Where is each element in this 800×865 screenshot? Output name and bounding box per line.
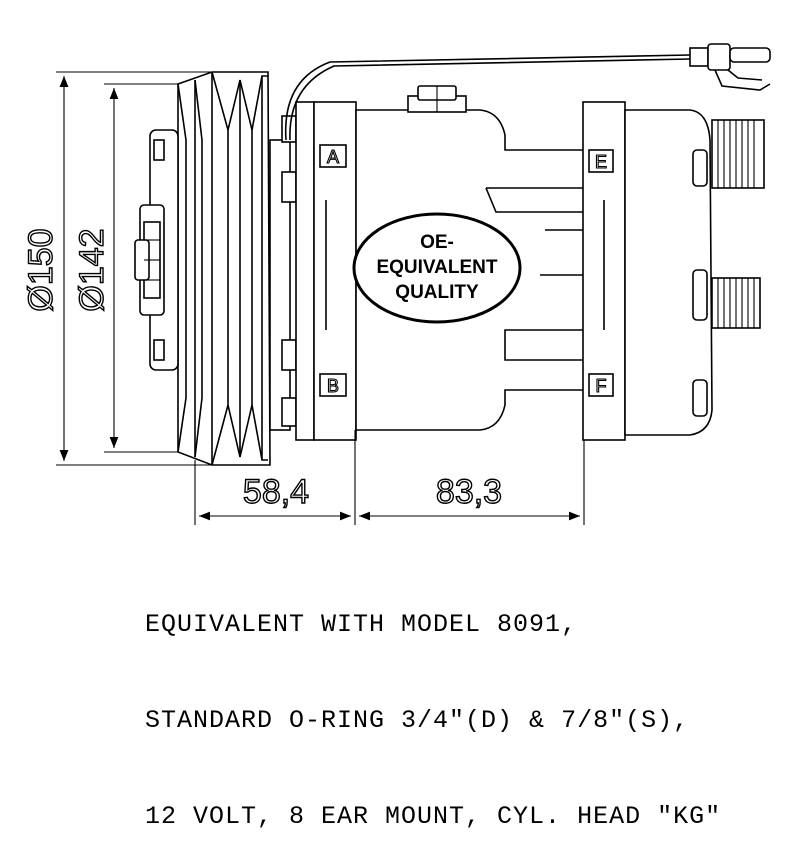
clutch-length-label: 58,4 [243,473,309,511]
diameter-dimension-150: Ø150 [21,71,212,466]
discharge-fitting [711,277,761,329]
caption-line-2: STANDARD O-RING 3/4"(D) & 7/8"(S), [145,706,690,735]
port-e-label: E [595,152,607,172]
rear-head: E F [582,101,626,441]
oil-plug [407,85,467,113]
port-f-label: F [596,376,607,396]
spec-caption: EQUIVALENT WITH MODEL 8091, STANDARD O-R… [145,545,785,865]
caption-line-3: 12 VOLT, 8 EAR MOUNT, CYL. HEAD "KG" [145,802,722,831]
port-a-label: A [327,147,339,167]
outer-diameter-label: Ø150 [22,228,60,311]
pulley-diameter-label: Ø142 [73,228,111,311]
caption-line-1: EQUIVALENT WITH MODEL 8091, [145,610,578,639]
compressor-drawing: Ø150 Ø142 [21,43,771,525]
badge-line-1: OE- [420,232,454,253]
body-length-label: 83,3 [436,473,502,511]
suction-fitting [711,119,765,189]
port-b-label: B [327,376,339,396]
pulley [177,71,271,466]
cylinder-head-cap [624,109,713,436]
front-flange [269,101,315,441]
wire-connector [689,43,771,91]
oe-equivalent-badge: OE- EQUIVALENT QUALITY [352,212,522,324]
clutch-wire [284,54,691,141]
clutch-hub [134,129,179,371]
diameter-dimension-142: Ø142 [72,83,195,453]
front-head: A B [313,101,357,441]
badge-line-2: EQUIVALENT [376,257,497,278]
badge-line-3: QUALITY [395,282,479,303]
length-dimension-83-3: 83,3 [359,440,585,525]
length-dimension-58-4: 58,4 [194,430,356,525]
